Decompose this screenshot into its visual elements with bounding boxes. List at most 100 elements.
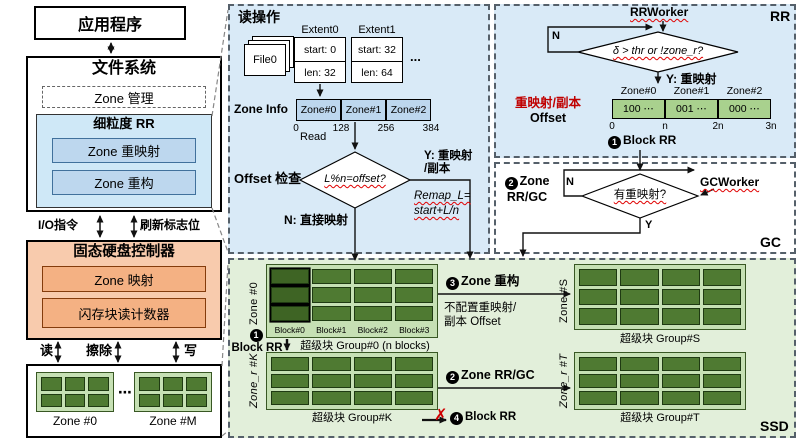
flash-block-cell bbox=[702, 269, 741, 286]
remap-formula-2: start+L/n bbox=[414, 205, 460, 217]
ssd-step4-circle: 4 bbox=[450, 412, 463, 425]
flash-block-cell bbox=[620, 374, 659, 388]
flash-block-cell bbox=[162, 393, 184, 407]
flash-block-cell bbox=[353, 269, 392, 285]
flash-block-cell bbox=[702, 391, 741, 405]
rr-bits-cell-2: 000 ⋯ bbox=[718, 99, 771, 119]
ssd-groupT-label: 超级块 Group#T bbox=[620, 412, 700, 424]
flash-zoneM-label: Zone #M bbox=[149, 414, 197, 428]
zone-info-label: Zone Info bbox=[234, 102, 288, 116]
rr-bits0-label: 100 ⋯ bbox=[623, 103, 654, 115]
flash-block-cell bbox=[353, 287, 392, 303]
ssd-zone0-cells bbox=[267, 265, 437, 325]
ssd-zonert-label: Zone_r #T bbox=[558, 353, 570, 409]
flash-block-cell bbox=[353, 357, 392, 371]
flash-block-cell bbox=[64, 393, 86, 407]
flash-block-cell bbox=[271, 269, 310, 285]
gc-step2-label-2: RR/GC bbox=[506, 190, 548, 204]
flash-block-cell bbox=[661, 269, 700, 286]
rr-condition-text: δ > thr or !zone_r? bbox=[612, 45, 704, 57]
zone-info-cell0-label: Zone#0 bbox=[300, 104, 337, 116]
extent0-start-label: start: 0 bbox=[303, 43, 337, 56]
flash-block-cell bbox=[579, 357, 618, 371]
ssd-zoneS-label: Zone #S bbox=[558, 278, 570, 324]
flash-block-cell bbox=[271, 287, 310, 303]
extent0-len: len: 32 bbox=[295, 62, 345, 84]
rr-bits-cell-1: 001 ⋯ bbox=[665, 99, 718, 119]
flash-block-cell bbox=[88, 393, 109, 407]
flash-block-cell bbox=[88, 377, 109, 391]
flash-block-cell bbox=[661, 374, 700, 388]
flash-block-cell bbox=[579, 391, 618, 405]
file0-label: File0 bbox=[253, 54, 277, 66]
rr-tick-1: n bbox=[662, 121, 668, 132]
rr-n-label: N bbox=[552, 30, 560, 42]
gc-y-label: Y bbox=[645, 219, 653, 231]
flash-block-cell bbox=[579, 269, 618, 286]
flash-block-cell bbox=[394, 305, 433, 321]
block2-label: Block#2 bbox=[357, 325, 388, 335]
ssd-step1-label: 1 Block RR bbox=[230, 328, 284, 355]
ssd-step2-circle: 2 bbox=[446, 371, 459, 384]
rr-bits-cell-0: 100 ⋯ bbox=[612, 99, 665, 119]
zone-info-tick-3: 384 bbox=[422, 123, 440, 134]
rr-table-header-0: Zone#0 bbox=[620, 85, 657, 97]
application-box: 应用程序 bbox=[34, 6, 186, 40]
flash-block-cell bbox=[41, 393, 62, 407]
ssd-no-offset-label-1: 不配置重映射/ bbox=[444, 302, 517, 314]
extent1-box: start: 32 len: 64 bbox=[351, 37, 403, 83]
read-arrow-label: 读 bbox=[40, 343, 54, 358]
write-arrow-label: 写 bbox=[184, 343, 198, 358]
flush-flag-label: 刷新标志位 bbox=[140, 218, 201, 232]
rr-tick-2: 2n bbox=[712, 121, 724, 132]
zone-management-label: Zone 管理 bbox=[94, 90, 154, 106]
zone-mapping-label: Zone 映射 bbox=[94, 272, 154, 288]
step2-circle: 2 bbox=[504, 177, 518, 190]
ssd-step3-text: Zone 重构 bbox=[461, 274, 520, 288]
gc-condition-text: 有重映射? bbox=[613, 189, 667, 201]
zone-mapping-box: Zone 映射 bbox=[42, 266, 206, 292]
ssd-zoneS-grid bbox=[574, 264, 746, 330]
flash-block-cell bbox=[353, 374, 392, 388]
flash-block-cell bbox=[312, 391, 351, 405]
flash-block-cell bbox=[702, 308, 741, 325]
rr-bits2-label: 000 ⋯ bbox=[729, 103, 760, 115]
block3-label: Block#3 bbox=[399, 325, 430, 335]
flash-block-cell bbox=[702, 374, 741, 388]
erase-arrow-label: 擦除 bbox=[86, 343, 113, 358]
ssd-step2-text: Zone RR/GC bbox=[461, 368, 535, 382]
extent0-start: start: 0 bbox=[295, 38, 345, 62]
gc-n-label: N bbox=[566, 176, 574, 188]
zone-info-cell1-label: Zone#1 bbox=[345, 104, 382, 116]
zone-rebuild-label: Zone 重构 bbox=[94, 176, 154, 191]
gcworker-label: GCWorker bbox=[700, 175, 760, 189]
flash-block-cell bbox=[661, 357, 700, 371]
direct-map-branch-label: N: 直接映射 bbox=[284, 213, 348, 227]
ssd-step1-text: Block RR bbox=[231, 342, 283, 354]
flash-block-cell bbox=[702, 357, 741, 371]
rr-y-label: Y: 重映射 bbox=[666, 72, 717, 86]
flash-block-cell bbox=[394, 269, 433, 285]
flash-block-cell bbox=[312, 269, 351, 285]
zone-info-cell-1: Zone#1 bbox=[341, 99, 386, 121]
extent1-len: len: 64 bbox=[352, 62, 402, 84]
flash-block-cell bbox=[620, 308, 659, 325]
rr-table-header-1: Zone#1 bbox=[673, 85, 710, 97]
read-counter-box: 闪存块读计数器 bbox=[42, 298, 206, 328]
ssd-groupk-label: 超级块 Group#K bbox=[311, 412, 393, 424]
flash-block-cell bbox=[271, 357, 310, 371]
zone-info-cell-0: Zone#0 bbox=[296, 99, 341, 121]
flash-block-cell bbox=[620, 391, 659, 405]
flash-block-cell bbox=[394, 287, 433, 303]
ssd-groupS-label: 超级块 Group#S bbox=[619, 333, 701, 345]
flash-block-cell bbox=[394, 374, 433, 388]
read-panel-title: 读操作 bbox=[238, 9, 280, 25]
flash-block-cell bbox=[186, 377, 207, 391]
zone-info-tick-1: 128 bbox=[332, 123, 350, 134]
block0-label: Block#0 bbox=[274, 325, 305, 335]
ssd-panel-title: SSD bbox=[760, 418, 789, 434]
flash-zoneM-grid bbox=[134, 372, 212, 412]
remap-branch-label-1: Y: 重映射 bbox=[424, 150, 473, 162]
zone-info-cell-2: Zone#2 bbox=[386, 99, 431, 121]
